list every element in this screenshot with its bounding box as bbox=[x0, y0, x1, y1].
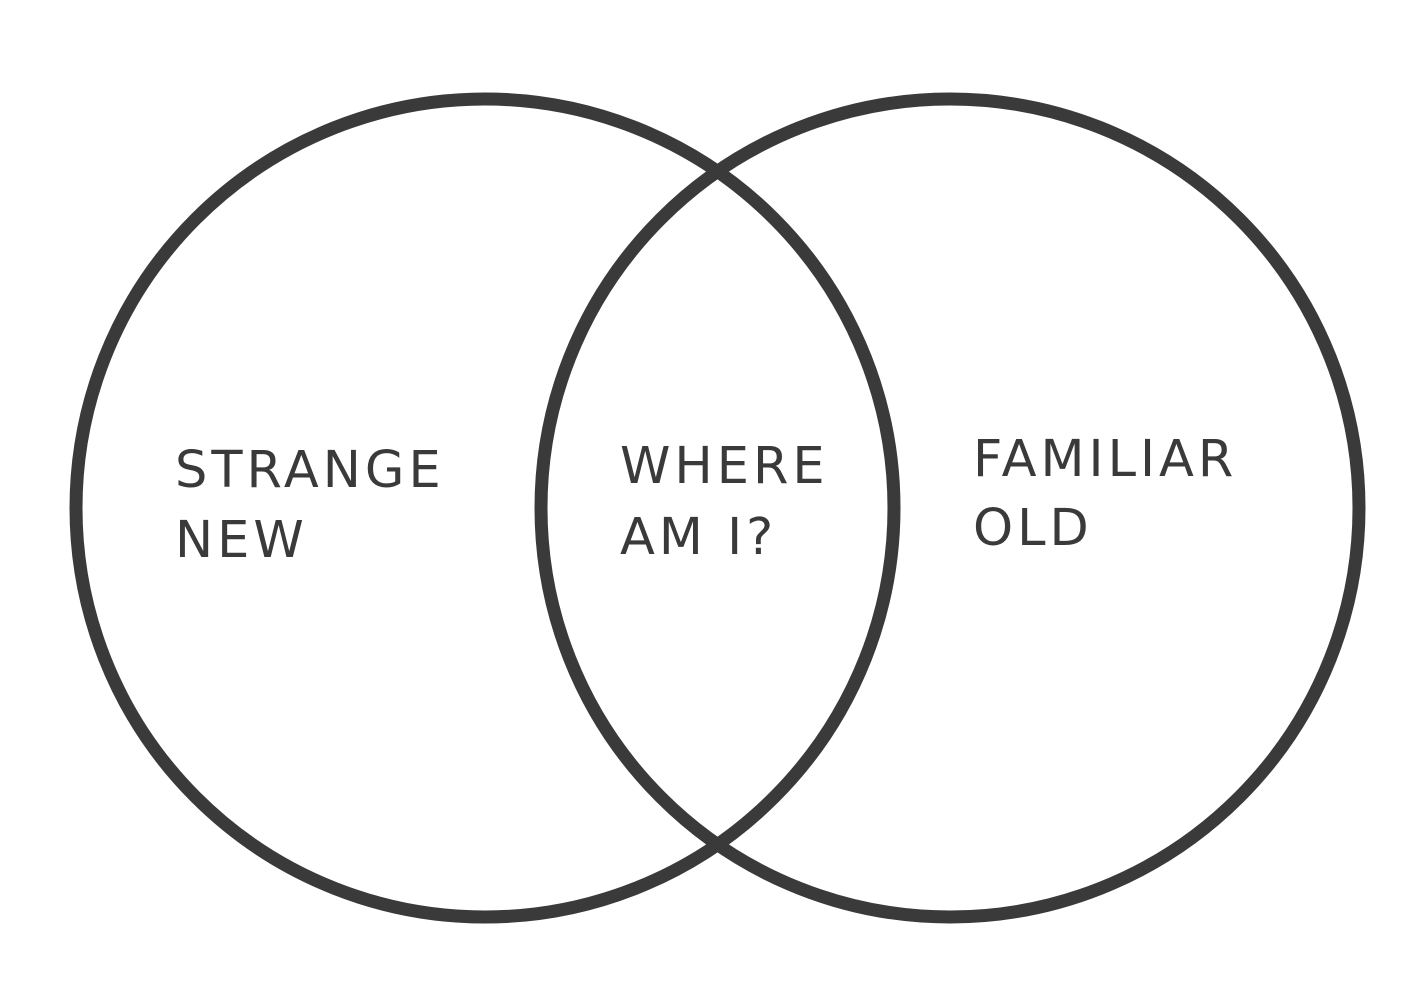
overlap-label-line2: AM I? bbox=[620, 508, 777, 567]
right-label-line1: FAMILIAR bbox=[973, 430, 1237, 489]
overlap-label-line1: WHERE bbox=[620, 437, 829, 496]
left-label-line2: NEW bbox=[175, 511, 308, 570]
left-circle bbox=[69, 92, 901, 924]
right-label-line2: OLD bbox=[973, 499, 1093, 558]
right-circle bbox=[534, 92, 1366, 924]
left-label-line1: STRANGE bbox=[175, 441, 445, 500]
